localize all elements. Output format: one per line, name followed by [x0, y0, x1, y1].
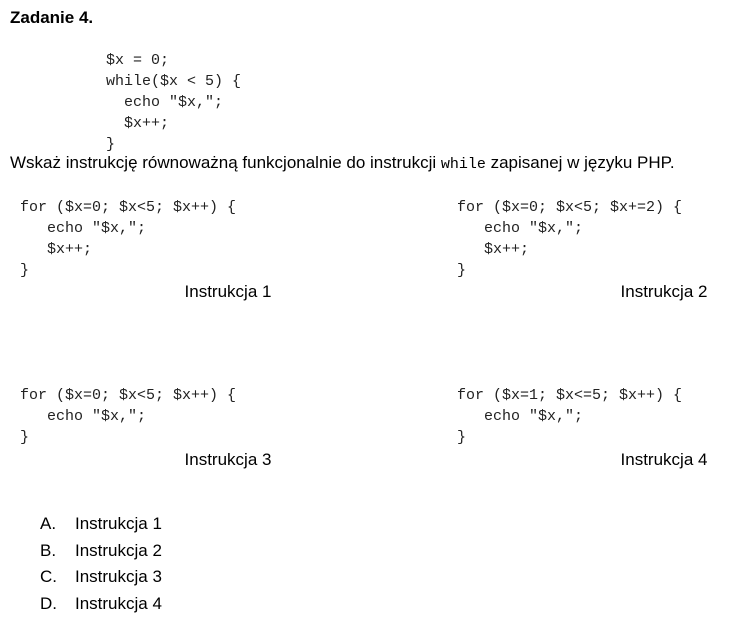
option-3-caption: Instrukcja 3	[184, 450, 272, 469]
question-text: Wskaż instrukcję równoważną funkcjonalni…	[10, 152, 675, 176]
answer-option-d[interactable]: D. Instrukcja 4	[40, 592, 162, 619]
question-keyword: while	[440, 156, 486, 173]
answer-list: A. Instrukcja 1 B. Instrukcja 2 C. Instr…	[40, 512, 162, 618]
question-before: Wskaż instrukcję równoważną funkcjonalni…	[10, 153, 441, 172]
answer-text: Instrukcja 3	[75, 567, 162, 587]
answer-text: Instrukcja 4	[75, 593, 162, 613]
answer-option-b[interactable]: B. Instrukcja 2	[40, 539, 162, 566]
task-title: Zadanie 4.	[10, 8, 94, 27]
answer-letter: A.	[40, 514, 57, 533]
answer-text: Instrukcja 2	[75, 540, 162, 560]
option-4-code: for ($x=1; $x<=5; $x++) { echo "$x,"; }	[457, 387, 683, 446]
option-1-code: for ($x=0; $x<5; $x++) { echo "$x,"; $x+…	[20, 199, 237, 279]
answer-letter: D.	[40, 593, 57, 613]
option-2-caption: Instrukcja 2	[620, 282, 708, 301]
option-2-code: for ($x=0; $x<5; $x+=2) { echo "$x,"; $x…	[457, 199, 683, 279]
answer-option-c[interactable]: C. Instrukcja 3	[40, 565, 162, 592]
answer-text: Instrukcja 1	[75, 514, 162, 533]
answer-option-a[interactable]: A. Instrukcja 1	[40, 512, 162, 539]
question-after: zapisanej w języku PHP.	[485, 153, 675, 172]
option-4-caption: Instrukcja 4	[620, 450, 708, 469]
while-snippet: $x = 0; while($x < 5) { echo "$x,"; $x++…	[106, 52, 242, 153]
option-3-code: for ($x=0; $x<5; $x++) { echo "$x,"; }	[20, 387, 237, 446]
answer-letter: C.	[40, 567, 57, 587]
option-1-caption: Instrukcja 1	[184, 282, 272, 301]
answer-letter: B.	[40, 540, 57, 560]
